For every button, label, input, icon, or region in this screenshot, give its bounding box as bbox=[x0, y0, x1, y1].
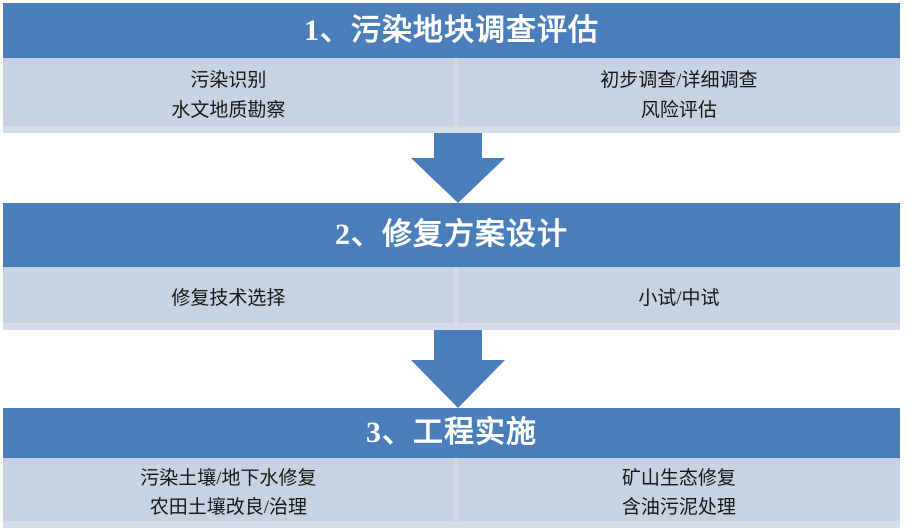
stage-2-left-item-1: 修复技术选择 bbox=[171, 287, 286, 309]
stage-2-title: 2、修复方案设计 bbox=[3, 203, 900, 267]
stage-3-title: 3、工程实施 bbox=[3, 408, 900, 458]
stage-1-right-item-1: 初步调查/详细调查 bbox=[600, 70, 758, 92]
stage-3-body: 污染土壤/地下水修复 农田土壤改良/治理 矿山生态修复 含油污泥处理 bbox=[3, 458, 900, 528]
stage-3-right-item-2: 含油污泥处理 bbox=[621, 497, 736, 518]
stage-3-left-item-1: 污染土壤/地下水修复 bbox=[140, 467, 317, 489]
stage-2-left-column: 修复技术选择 bbox=[3, 267, 458, 330]
stage-1-title: 1、污染地块调查评估 bbox=[3, 3, 900, 58]
down-arrow-icon bbox=[411, 330, 505, 408]
stage-1-right-item-2: 风险评估 bbox=[640, 99, 717, 121]
stage-3-left-item-2: 农田土壤改良/治理 bbox=[149, 497, 308, 518]
connector-arrow-2 bbox=[0, 330, 916, 408]
stage-3: 3、工程实施 污染土壤/地下水修复 农田土壤改良/治理 矿山生态修复 含油污泥处… bbox=[3, 408, 900, 528]
stage-2-right-column: 小试/中试 bbox=[458, 267, 900, 330]
stage-3-right-item-1: 矿山生态修复 bbox=[621, 467, 736, 489]
down-arrow-icon bbox=[411, 133, 505, 203]
stage-1: 1、污染地块调查评估 污染识别 水文地质勘察 初步调查/详细调查 风险评估 bbox=[3, 3, 900, 133]
stage-2-right-item-1: 小试/中试 bbox=[638, 287, 720, 309]
stage-1-left-column: 污染识别 水文地质勘察 bbox=[3, 58, 458, 133]
stage-3-left-column: 污染土壤/地下水修复 农田土壤改良/治理 bbox=[3, 458, 458, 528]
stage-3-right-column: 矿山生态修复 含油污泥处理 bbox=[458, 458, 900, 528]
stage-1-body: 污染识别 水文地质勘察 初步调查/详细调查 风险评估 bbox=[3, 58, 900, 133]
stage-1-right-column: 初步调查/详细调查 风险评估 bbox=[458, 58, 900, 133]
stage-1-left-item-1: 污染识别 bbox=[190, 70, 267, 92]
stage-2: 2、修复方案设计 修复技术选择 小试/中试 bbox=[3, 203, 900, 330]
stage-2-body: 修复技术选择 小试/中试 bbox=[3, 267, 900, 330]
connector-arrow-1 bbox=[0, 133, 916, 203]
stage-1-left-item-2: 水文地质勘察 bbox=[171, 99, 286, 121]
